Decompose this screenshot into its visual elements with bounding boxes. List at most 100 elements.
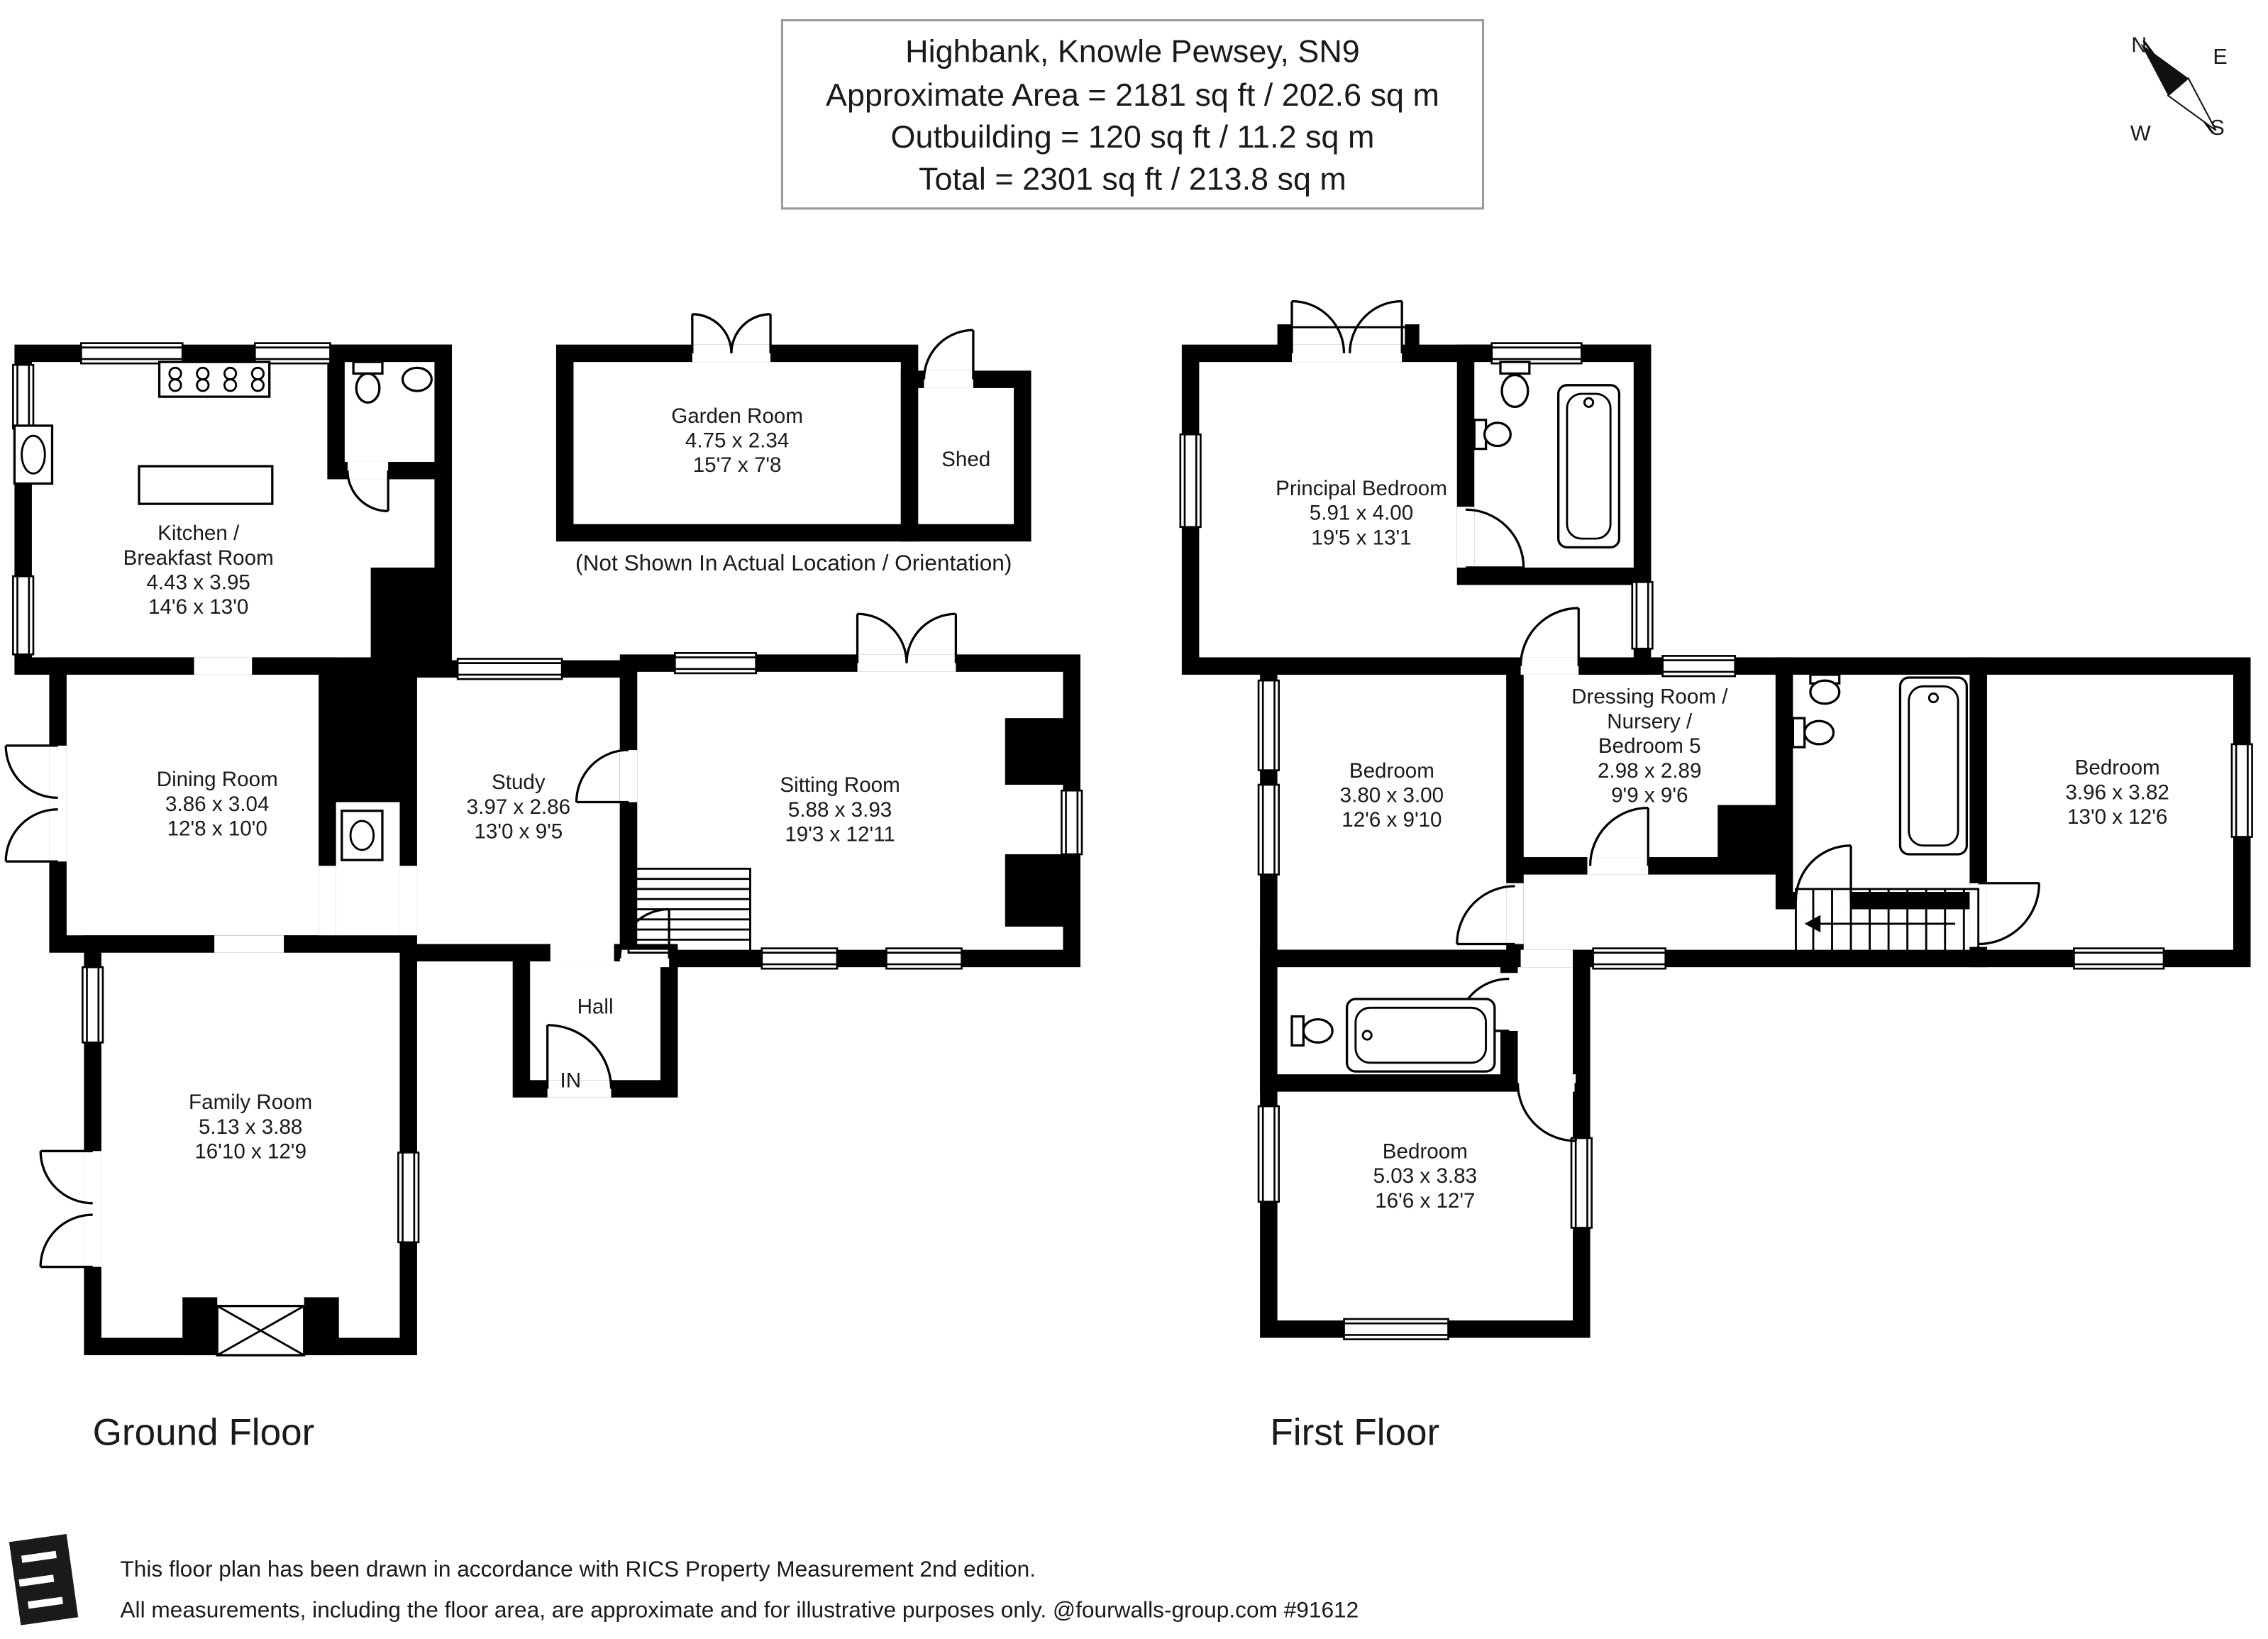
window-icon [1661,655,1737,678]
room-name: Bedroom [1383,1140,1468,1164]
room-name: Nursery / [1607,710,1693,733]
room-label-bedroom3: Bedroom 3.96 x 3.82 13'0 x 12'6 [2065,756,2169,829]
footer: This floor plan has been drawn in accord… [9,1534,1359,1626]
fourwalls-logo [9,1534,79,1626]
room-dims-imperial: 19'5 x 13'1 [1311,526,1411,549]
room-dims-imperial: 9'9 x 9'6 [1611,784,1688,807]
room-name: Dining Room [157,768,278,791]
room-name: Family Room [189,1091,312,1114]
window-icon [82,966,104,1044]
basin-icon [401,366,433,392]
toilet-icon [352,360,384,404]
window-icon [1257,1105,1280,1203]
room-name: Kitchen / [157,522,240,545]
room-dims-imperial: 14'6 x 13'0 [148,595,248,619]
hob-icon [157,360,271,398]
room-label-principal: Principal Bedroom 5.91 x 4.00 19'5 x 13'… [1276,477,1447,549]
window-icon [2073,947,2165,970]
room-dims-metric: 5.88 x 3.93 [788,798,892,822]
ground-windows [12,342,1083,1244]
room-label-bedroom4: Bedroom 5.03 x 3.83 16'6 x 12'7 [1373,1140,1477,1213]
ground-floor-title: Ground Floor [93,1412,315,1454]
bathtub-icon [1557,384,1621,548]
toilet-icon [1290,1015,1334,1047]
stairs-direction-arrow [1804,915,1821,933]
room-label-dining: Dining Room 3.86 x 3.04 12'8 x 10'0 [157,768,278,840]
first-floor-plan: Principal Bedroom 5.91 x 4.00 19'5 x 13'… [1179,299,2253,1340]
summary-box-border [780,19,1485,210]
door-arc [1588,807,1649,866]
compass-rose: N E W S [2130,33,2228,145]
staircase [1795,888,1980,960]
property-title: Highbank, Knowle Pewsey, SN9 [905,33,1360,70]
window-icon [760,947,839,970]
shed-room [900,370,1031,542]
bathtub-icon [1898,676,1968,856]
window-icon [1570,1137,1593,1229]
window-icon [12,363,35,430]
room-name: Bedroom [2075,756,2160,780]
footer-disclaimer-1: This floor plan has been drawn in accord… [120,1556,1036,1582]
window-icon [79,342,184,365]
room-dims-metric: 3.86 x 3.04 [165,793,269,816]
room-dims-imperial: 16'6 x 12'7 [1375,1189,1475,1213]
entrance-door-arc [546,1024,613,1089]
room-label-hall: Hall [577,995,614,1018]
area-summary-box: Highbank, Knowle Pewsey, SN9 Approximate… [780,19,1485,210]
room-name: Garden Room [671,404,803,428]
room-label-dressing: Dressing Room / Nursery / Bedroom 5 2.98… [1571,685,1728,807]
room-name: Sitting Room [780,773,900,797]
compass-n: N [2131,33,2147,57]
room-label-family: Family Room 5.13 x 3.88 16'10 x 12'9 [189,1091,312,1163]
window-icon [885,947,963,970]
sink-icon [13,424,54,485]
room-dims-metric: 4.43 x 3.95 [146,571,250,595]
french-doors [856,612,958,663]
wall-masses [182,567,1072,1356]
door-arc [1466,508,1525,569]
door-arc [575,749,629,804]
ground-doors [4,470,958,1269]
sink-icon [341,810,384,861]
room-name: Breakfast Room [123,546,274,570]
outbuilding-note: (Not Shown In Actual Location / Orientat… [575,550,1012,575]
window-icon [1061,789,1083,856]
room-dims-imperial: 16'10 x 12'9 [194,1140,306,1164]
bathtub-icon [1345,998,1496,1073]
door-arc [922,329,975,380]
wall-masses [1277,324,1785,869]
basin-icon [1473,419,1512,451]
fireplace-icon [216,1305,306,1357]
room-dims-imperial: 19'3 x 12'11 [785,823,895,846]
room-name: Bedroom [1349,759,1434,783]
room-dims-imperial: 15'7 x 7'8 [693,453,782,477]
room-label-sitting: Sitting Room 5.88 x 3.93 19'3 x 12'11 [780,773,900,846]
window-icon [12,575,35,656]
basin-icon [1809,673,1841,705]
room-dims-metric: 3.97 x 2.86 [467,795,570,819]
room-dims-metric: 5.03 x 3.83 [1373,1164,1477,1188]
staircase [627,867,751,954]
room-name: Dressing Room / [1571,685,1728,709]
outbuilding-area: Outbuilding = 120 sq ft / 11.2 sq m [891,118,1375,155]
window-icon [1631,581,1654,650]
ground-floor-plan: Kitchen / Breakfast Room 4.43 x 3.95 14'… [4,342,1083,1357]
garden-room [555,344,919,542]
compass-needle-north [2140,43,2189,96]
room-dims-metric: 2.98 x 2.89 [1598,759,1701,783]
window-icon [1343,1318,1449,1340]
french-doors [691,313,772,353]
footer-disclaimer-2: All measurements, including the floor ar… [120,1596,1359,1622]
window-icon [397,1152,420,1244]
toilet-icon [1499,360,1531,409]
room-label-shed: Shed [941,448,990,471]
wall-openings [49,461,956,1267]
door-arc [1456,885,1515,946]
entrance-label: IN [560,1069,582,1093]
room-dims-imperial: 12'6 x 9'10 [1342,808,1442,832]
window-icon [674,652,757,675]
window-icon [253,342,331,365]
room-dims-imperial: 13'0 x 9'5 [474,820,563,844]
